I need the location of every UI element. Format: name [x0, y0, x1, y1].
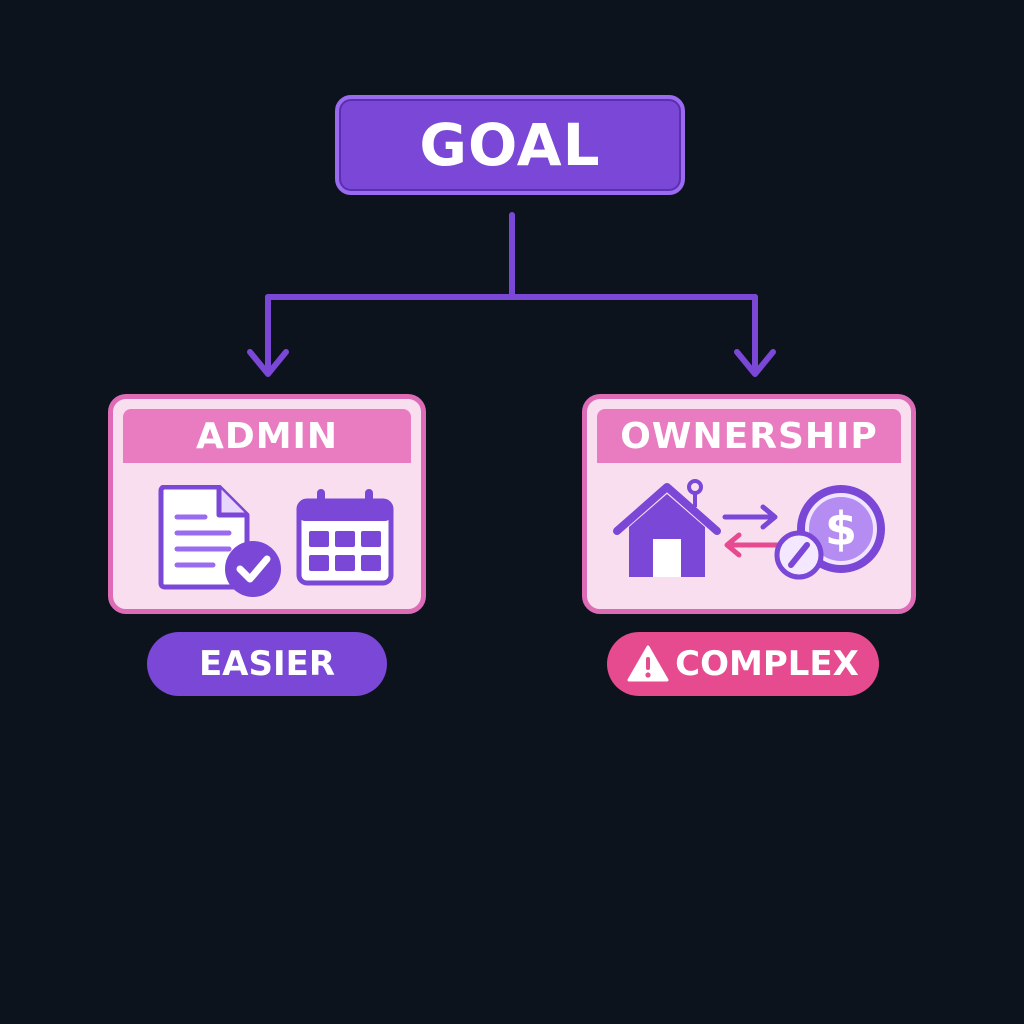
ownership-card: OWNERSHIP $	[582, 394, 916, 614]
complex-badge-label: COMPLEX	[675, 644, 859, 684]
house-icon	[613, 479, 721, 577]
ownership-card-icons: $	[597, 475, 901, 595]
admin-card-header: ADMIN	[123, 409, 411, 463]
goal-node: GOAL	[335, 95, 685, 195]
arrow-down-icon	[734, 349, 776, 377]
goal-label: GOAL	[419, 111, 601, 179]
easier-badge: EASIER	[147, 632, 387, 696]
complex-badge: COMPLEX	[607, 632, 879, 696]
admin-card-icons	[123, 475, 411, 597]
arrow-down-icon	[247, 349, 289, 377]
easier-badge-label: EASIER	[198, 644, 336, 684]
dollar-coin-icon: $	[774, 485, 885, 580]
admin-card: ADMIN	[108, 394, 426, 614]
warning-icon	[627, 645, 669, 682]
ownership-card-title: OWNERSHIP	[620, 415, 878, 457]
ownership-card-header: OWNERSHIP	[597, 409, 901, 463]
document-check-icon	[158, 485, 281, 597]
admin-card-title: ADMIN	[195, 415, 339, 457]
exchange-arrows-icon	[722, 504, 780, 558]
calendar-icon	[296, 489, 394, 586]
svg-text:$: $	[825, 502, 857, 556]
